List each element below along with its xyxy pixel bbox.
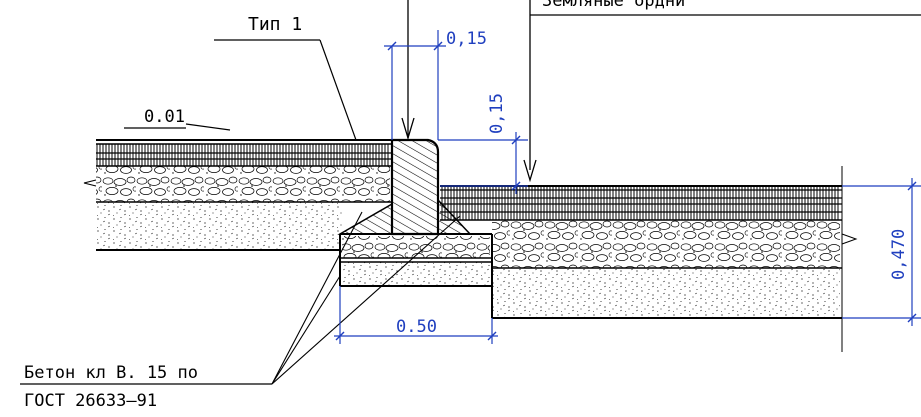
concrete-label-line1: Бетон кл В. 15 по xyxy=(24,363,198,383)
right-sand-layer xyxy=(492,268,840,318)
dim-curb-width: 0,15 xyxy=(446,29,487,49)
left-haunch xyxy=(337,202,393,235)
right-pavement xyxy=(440,185,858,319)
left-asphalt-layer xyxy=(96,144,390,166)
curb-stone xyxy=(390,138,440,236)
dim-curb-height: 0,15 xyxy=(487,93,507,134)
left-pavement xyxy=(83,139,392,251)
concrete-label-line2: ГОСТ 26633–91 xyxy=(24,391,157,411)
foundation-sand xyxy=(342,262,490,286)
left-sand-layer xyxy=(96,202,342,250)
top-right-note: Земляные ордни xyxy=(542,0,685,11)
annotations: Земляные ордни Тип 1 0.01 Бетон кл В. 15… xyxy=(20,0,921,411)
right-asphalt-layer xyxy=(440,186,840,220)
curb-foundation xyxy=(337,198,493,318)
left-gravel-layer xyxy=(96,166,390,202)
dim-foundation-width: 0.50 xyxy=(396,317,437,337)
tip-label: Тип 1 xyxy=(248,14,302,35)
foundation-concrete xyxy=(342,236,490,258)
right-gravel-layer xyxy=(492,220,840,268)
dimensions: 0,15 0,15 0.50 0,470 xyxy=(334,29,921,352)
curb-body xyxy=(390,138,440,236)
dim-total-depth: 0,470 xyxy=(889,229,909,280)
slope-label: 0.01 xyxy=(144,107,185,127)
